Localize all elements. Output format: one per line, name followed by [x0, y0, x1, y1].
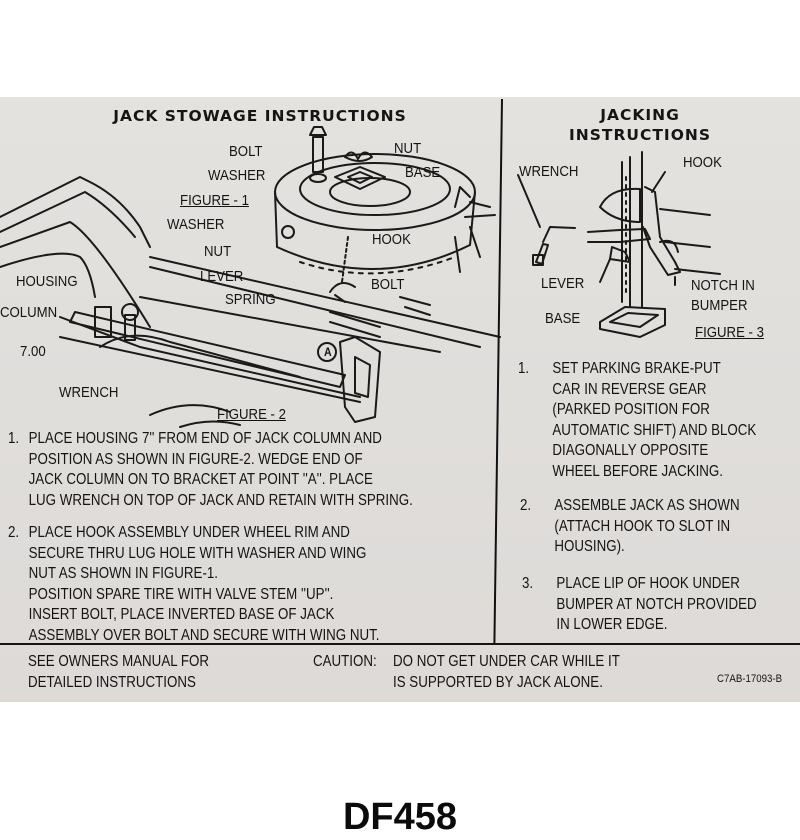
jack-illustration	[517, 151, 721, 338]
fig1-nut-label: NUT	[394, 140, 422, 157]
fig2-column-label: COLUMN	[0, 304, 58, 321]
fig1-washer-label: WASHER	[208, 167, 266, 184]
fig2-dimension-label: 7.00	[20, 343, 46, 360]
product-code: DF458	[342, 796, 458, 838]
caution-label: CAUTION:	[313, 653, 377, 670]
figure-1-caption: FIGURE - 1	[180, 192, 249, 209]
fig2-point-a-label: A	[324, 345, 332, 359]
jack-stowage-title: JACK STOWAGE INSTRUCTIONS	[113, 107, 407, 125]
fig1-base-label: BASE	[405, 164, 441, 181]
fig1-bolt-bottom-label: BOLT	[371, 276, 405, 293]
jacking-step-1: 1. SET PARKING BRAKE-PUT CAR IN REVERSE …	[518, 360, 757, 480]
fig1-nut-side-label: NUT	[204, 243, 232, 260]
fig1-washer-side-label: WASHER	[167, 216, 225, 233]
fig3-hook-label: HOOK	[683, 154, 722, 171]
jacking-step-3: 3. PLACE LIP OF HOOK UNDER BUMPER AT NOT…	[522, 575, 757, 633]
fig2-wrench-label: WRENCH	[59, 384, 119, 401]
stowage-step-2: 2. PLACE HOOK ASSEMBLY UNDER WHEEL RIM A…	[8, 524, 380, 644]
owners-manual-note: SEE OWNERS MANUAL FOR DETAILED INSTRUCTI…	[28, 653, 209, 691]
caution-text: DO NOT GET UNDER CAR WHILE IT IS SUPPORT…	[393, 653, 620, 691]
jacking-title: JACKING INSTRUCTIONS	[568, 106, 712, 144]
figure-3-caption: FIGURE - 3	[695, 324, 764, 341]
fig2-housing-label: HOUSING	[16, 273, 78, 290]
fig3-wrench-label: WRENCH	[519, 163, 579, 180]
jacking-step-2: 2. ASSEMBLE JACK AS SHOWN (ATTACH HOOK T…	[520, 497, 740, 555]
footer-divider	[0, 643, 800, 645]
fig1-hook-label: HOOK	[372, 231, 411, 248]
stowage-step-1: 1. PLACE HOUSING 7'' FROM END OF JACK CO…	[8, 430, 413, 509]
jack-instructions-decal: JACK STOWAGE INSTRUCTIONS	[0, 97, 800, 702]
fig2-lever-label: LEVER	[200, 268, 244, 285]
fig2-spring-label: SPRING	[225, 291, 276, 308]
figure-2-caption: FIGURE - 2	[217, 406, 286, 423]
fig3-notch-label: NOTCH IN BUMPER	[691, 277, 755, 314]
part-number: C7AB-17093-B	[717, 673, 783, 685]
fig3-base-label: BASE	[545, 310, 581, 327]
jack-stowage-illustration	[0, 126, 501, 428]
fig3-lever-label: LEVER	[541, 275, 585, 292]
fig1-bolt-label: BOLT	[229, 143, 263, 160]
